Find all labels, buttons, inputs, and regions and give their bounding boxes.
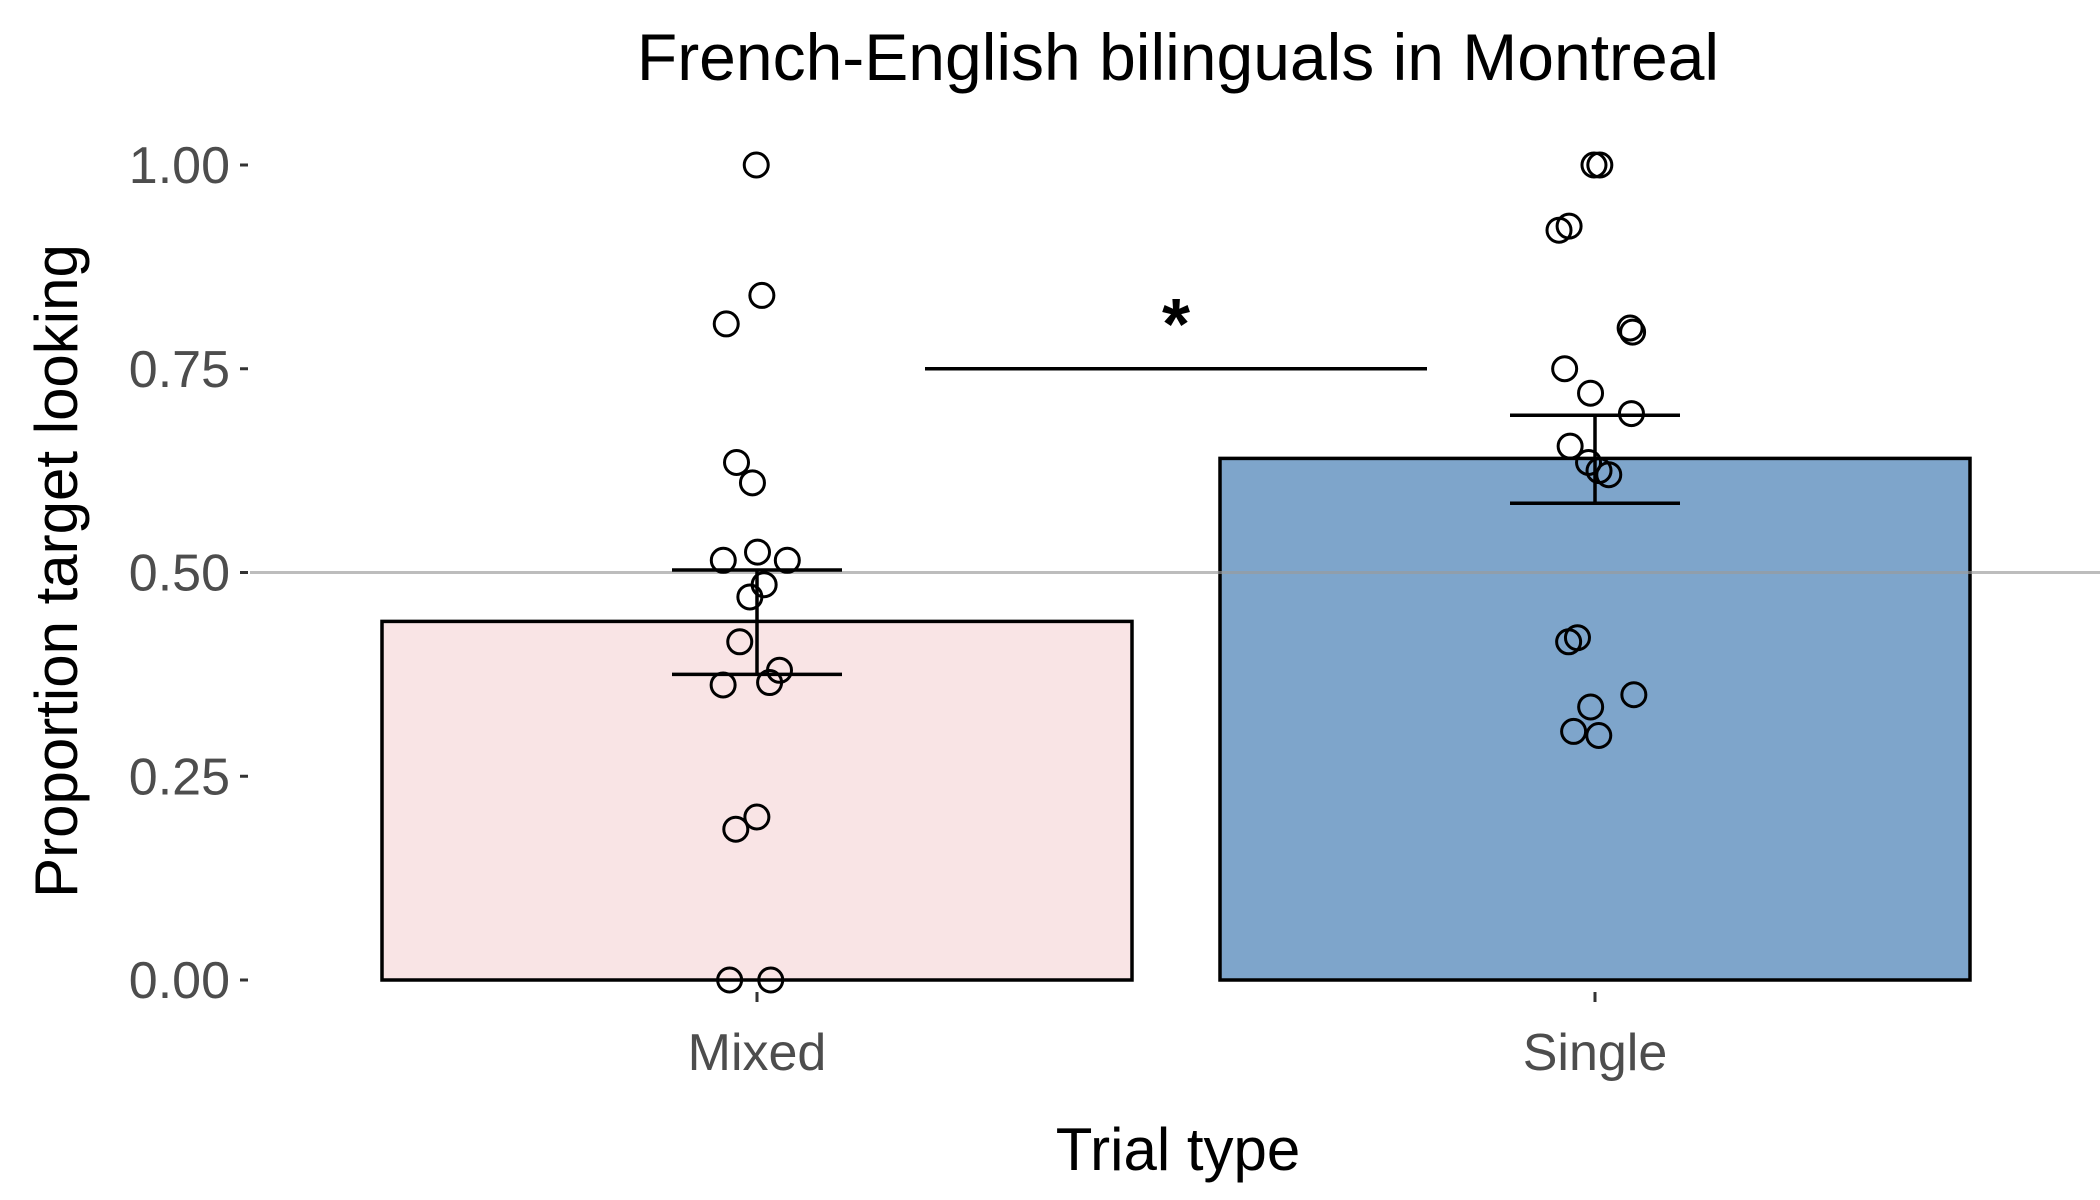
data-point — [1616, 314, 1644, 342]
data-point — [1556, 432, 1584, 460]
y-tick-label: 0.75 — [129, 341, 230, 399]
x-axis-title: Trial type — [1056, 1116, 1301, 1183]
data-point — [748, 281, 776, 309]
significance-label: * — [1162, 285, 1190, 365]
data-point — [723, 448, 751, 476]
data-point — [1551, 355, 1579, 383]
data-point — [722, 815, 750, 843]
y-tick-label: 0.25 — [129, 748, 230, 806]
data-point — [1595, 461, 1623, 489]
x-tick-label-mixed: Mixed — [688, 1024, 827, 1082]
x-tick-label-single: Single — [1523, 1024, 1668, 1082]
data-point — [1577, 693, 1605, 721]
data-point — [716, 966, 744, 994]
data-point — [1580, 151, 1608, 179]
data-point — [1560, 717, 1588, 745]
y-axis-title: Proportion target looking — [23, 244, 90, 898]
data-point — [744, 538, 772, 566]
y-tick-label: 1.00 — [129, 137, 230, 195]
data-point — [756, 669, 784, 697]
chart-title: French-English bilinguals in Montreal — [637, 20, 1719, 94]
data-point — [757, 966, 785, 994]
data-point — [738, 469, 766, 497]
data-point — [1620, 681, 1648, 709]
data-point — [736, 583, 764, 611]
data-point — [726, 628, 754, 656]
data-point — [1555, 628, 1583, 656]
data-point — [742, 151, 770, 179]
plot-area: 0.00 0.25 0.50 0.75 1.00 * Mixed Single — [129, 137, 2100, 1082]
data-point — [1619, 318, 1647, 346]
data-point — [1545, 216, 1573, 244]
data-point — [1577, 379, 1605, 407]
data-point — [743, 803, 771, 831]
data-point — [712, 310, 740, 338]
data-point — [773, 546, 801, 574]
data-point — [1585, 722, 1613, 749]
data-point — [1586, 151, 1614, 179]
y-tick-label: 0.00 — [129, 952, 230, 1010]
data-point — [709, 546, 737, 574]
y-tick-label: 0.50 — [129, 545, 230, 603]
data-point — [1617, 400, 1645, 428]
data-point — [709, 671, 737, 699]
